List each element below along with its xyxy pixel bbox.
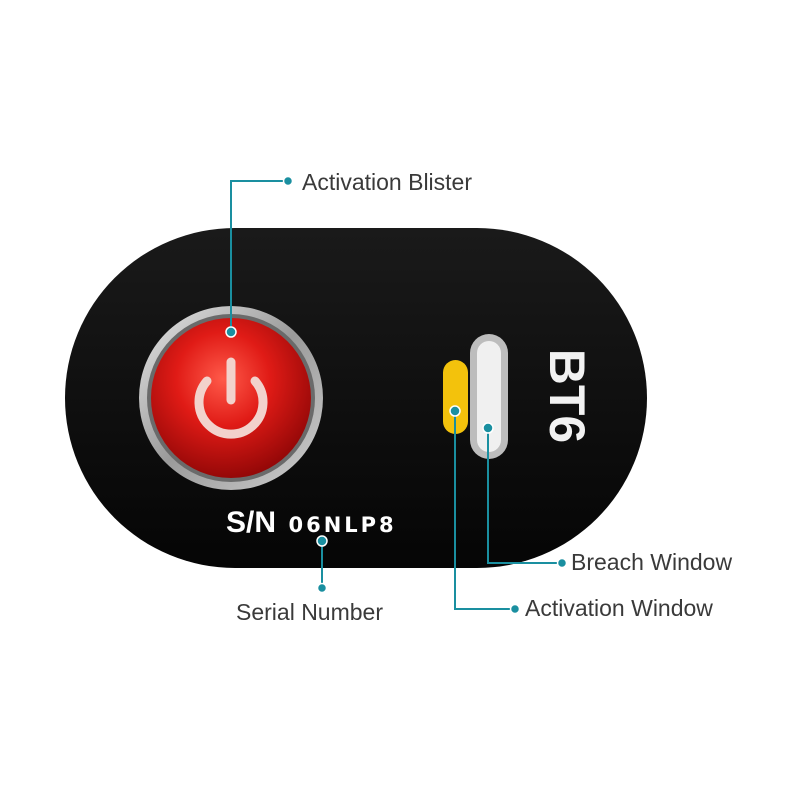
dot-activation-blister-start: [225, 326, 237, 338]
callout-lines: [230, 180, 562, 610]
callout-activation-blister: Activation Blister: [302, 169, 473, 195]
callout-serial-number: Serial Number: [236, 599, 383, 625]
callout-activation-window: Activation Window: [525, 595, 713, 621]
serial-number: S/N 06NLP8: [226, 508, 397, 538]
breach-window: [477, 341, 501, 452]
activation-window: [443, 360, 468, 434]
serial-prefix: S/N: [226, 506, 277, 539]
dot-activation-window-end: [509, 603, 521, 615]
activation-blister[interactable]: [139, 306, 323, 490]
callout-breach-window: Breach Window: [571, 549, 733, 575]
dot-activation-window-start: [449, 405, 461, 417]
model-text: BT6: [539, 348, 595, 444]
callout-line-activation-blister: [230, 180, 288, 332]
dot-breach-window-end: [556, 557, 568, 569]
dot-serial-number-end: [316, 582, 328, 594]
model-label: BT6: [527, 349, 607, 443]
callout-line-breach-window: [487, 428, 562, 564]
callout-line-activation-window: [454, 411, 515, 610]
dot-breach-window-start: [482, 422, 494, 434]
dot-serial-number-start: [316, 535, 328, 547]
dot-activation-blister-end: [282, 175, 294, 187]
serial-value: 06NLP8: [288, 513, 397, 537]
power-icon: [194, 357, 268, 439]
callout-dots: [225, 175, 568, 615]
